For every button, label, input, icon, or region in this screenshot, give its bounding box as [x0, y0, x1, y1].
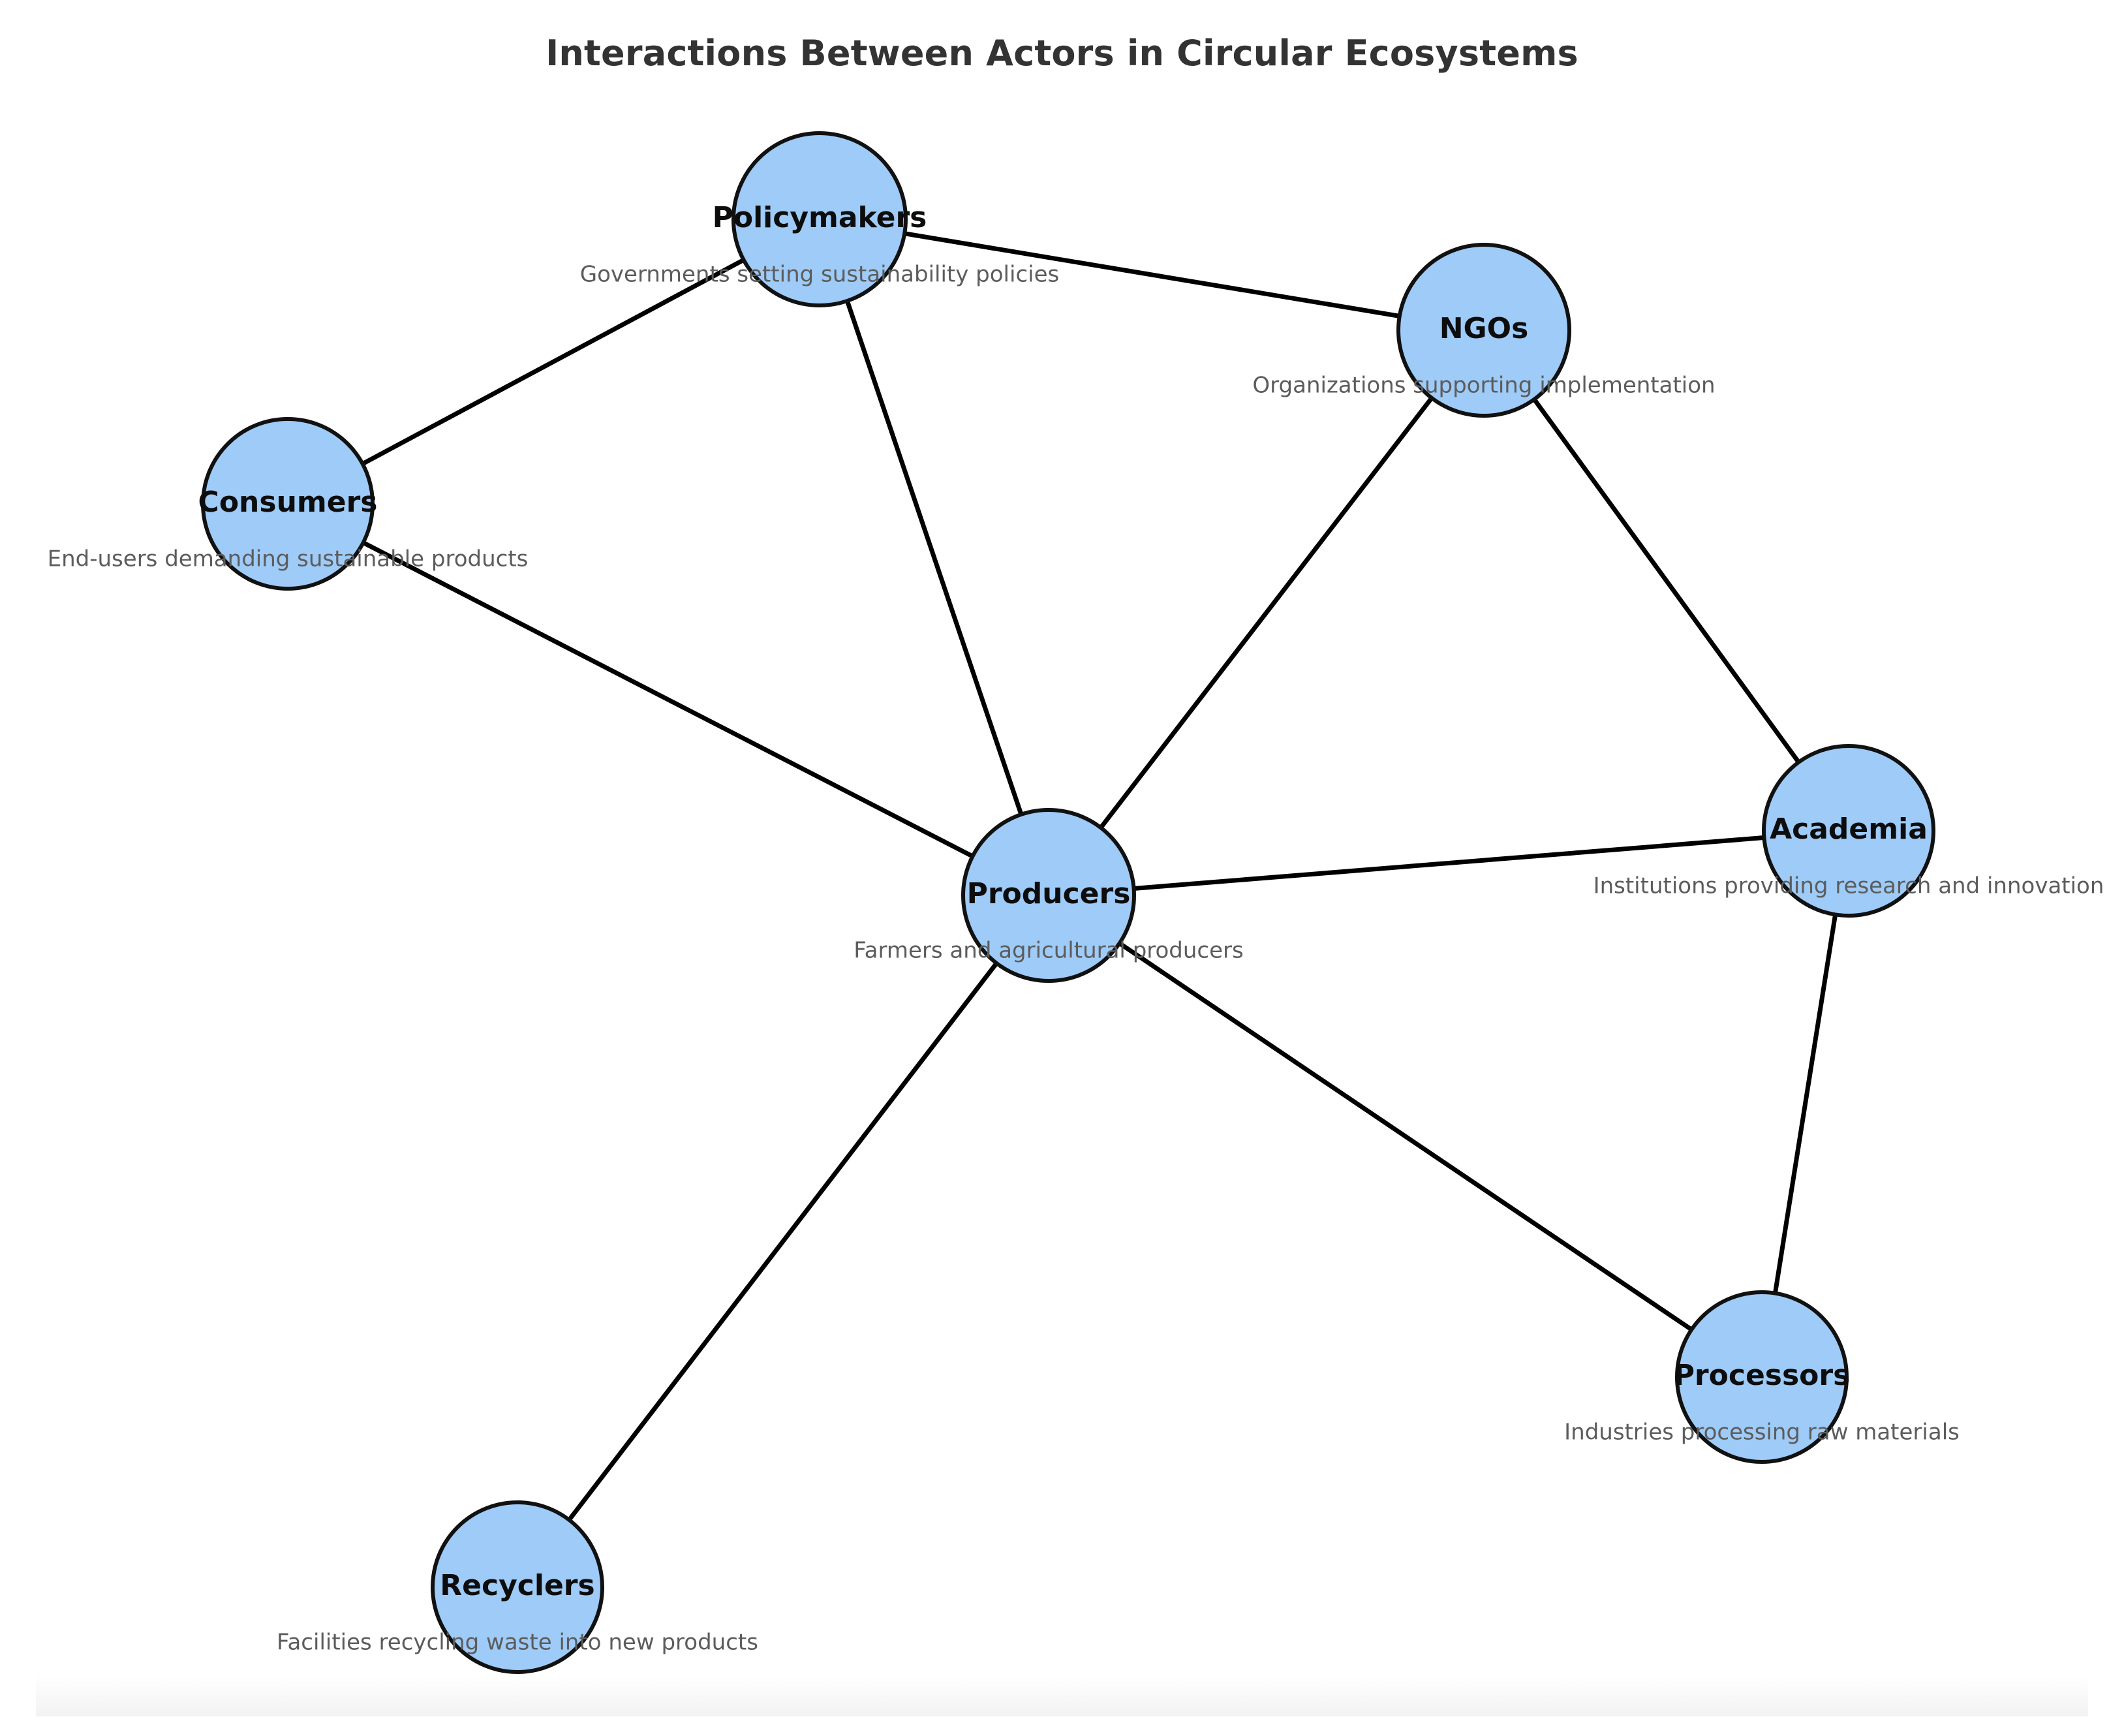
node-circle-ngos[interactable]	[1396, 243, 1571, 418]
edge-policymakers-consumers	[285, 217, 822, 506]
edge-academia-processors	[1759, 828, 1851, 1380]
node-description-policymakers: Governments setting sustainability polic…	[580, 262, 1059, 288]
node-label-policymakers: Policymakers	[713, 201, 927, 234]
edge-consumers-producers	[285, 501, 1051, 898]
edge-policymakers-producers	[817, 217, 1051, 898]
edge-ngos-academia	[1481, 328, 1851, 833]
node-label-academia: Academia	[1770, 813, 1928, 846]
node-label-consumers: Consumers	[198, 486, 378, 519]
node-label-producers: Producers	[967, 877, 1131, 910]
node-description-consumers: End-users demanding sustainable products	[48, 546, 529, 572]
node-label-ngos: NGOs	[1439, 312, 1529, 345]
node-circle-producers[interactable]	[961, 808, 1136, 983]
node-description-processors: Industries processing raw materials	[1564, 1419, 1960, 1446]
edge-producers-processors	[1046, 893, 1764, 1380]
node-circle-consumers[interactable]	[201, 417, 375, 591]
edge-policymakers-ngos	[817, 217, 1486, 333]
edge-producers-recyclers	[515, 893, 1051, 1590]
node-label-processors: Processors	[1674, 1359, 1851, 1392]
node-circle-academia[interactable]	[1762, 744, 1935, 918]
node-circle-policymakers[interactable]	[731, 131, 908, 307]
node-description-academia: Institutions providing research and inno…	[1593, 873, 2104, 899]
edge-ngos-producers	[1046, 328, 1486, 898]
node-label-recyclers: Recyclers	[440, 1569, 594, 1602]
node-circle-processors[interactable]	[1675, 1290, 1849, 1464]
node-description-recyclers: Facilities recycling waste into new prod…	[277, 1630, 758, 1656]
node-description-producers: Farmers and agricultural producers	[854, 938, 1244, 964]
node-description-ngos: Organizations supporting implementation	[1252, 373, 1715, 399]
edge-producers-academia	[1046, 828, 1851, 898]
node-circle-recyclers[interactable]	[431, 1500, 604, 1674]
edges-layer	[285, 217, 1851, 1590]
page-title: Interactions Between Actors in Circular …	[546, 33, 1578, 74]
